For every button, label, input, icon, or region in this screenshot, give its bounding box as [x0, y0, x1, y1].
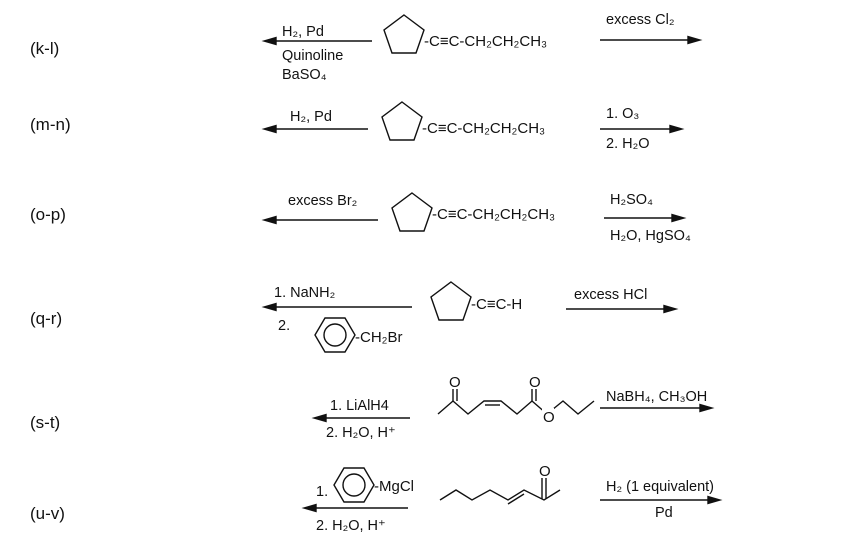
cyclopentane-ring: [381, 101, 423, 141]
row-label-m-n: (m-n): [30, 115, 71, 134]
right-arrow: [566, 304, 679, 314]
left-reagent-excess-br2: excess Br₂: [288, 193, 357, 209]
left-reagent-h2-pd: H₂, Pd: [282, 24, 324, 40]
left-arrow: [311, 413, 410, 423]
right-reagent-h2-equivalent: H₂ (1 equivalent): [606, 479, 714, 495]
benzyl-bromide-chain: -CH₂Br: [355, 329, 402, 346]
keto-ester-skeleton: [437, 389, 595, 415]
row-u-v: (u-v) 1. -MgCl 2. H₂O, H⁺ O H₂ (1 equiva…: [30, 463, 723, 534]
left-reagent-step-2: 2.: [278, 318, 290, 334]
row-k-l: (k-l) H₂, Pd Quinoline BaSO₄ -C≡C-CH₂CH₂…: [30, 12, 703, 83]
right-arrow: [604, 213, 687, 223]
left-reagent-lialh4: 1. LiAlH4: [330, 398, 389, 414]
row-label-q-r: (q-r): [30, 309, 62, 328]
right-reagent-nabh4-ch3oh: NaBH₄, CH₃OH: [606, 389, 707, 405]
row-label-u-v: (u-v): [30, 504, 65, 523]
cyclopentane-ring: [383, 14, 425, 54]
row-s-t: (s-t) 1. LiAlH4 2. H₂O, H⁺ O O O NaBH₄, …: [30, 374, 715, 441]
right-arrow: [600, 495, 723, 505]
right-reagent-h2o-hgso4: H₂O, HgSO₄: [610, 228, 691, 244]
substrate-alkyne-chain: -C≡C-CH₂CH₂CH₃: [424, 33, 547, 50]
row-label-o-p: (o-p): [30, 205, 66, 224]
left-reagent-nanh2: 1. NaNH₂: [274, 285, 335, 301]
ketone-oxygen-atom: O: [539, 463, 551, 480]
left-reagent-baso4: BaSO₄: [282, 67, 327, 83]
carbonyl-oxygen-atom: O: [449, 374, 461, 391]
left-arrow: [261, 124, 368, 134]
left-reagent-quinoline: Quinoline: [282, 48, 343, 64]
row-label-k-l: (k-l): [30, 39, 59, 58]
left-arrow: [301, 503, 408, 513]
right-reagent-pd: Pd: [655, 505, 673, 521]
left-reagent-step-1: 1.: [316, 484, 328, 500]
left-reagent-h2o-h: 2. H₂O, H⁺: [316, 518, 386, 534]
left-reagent-h2o-h: 2. H₂O, H⁺: [326, 425, 396, 441]
cyclopentane-ring: [391, 192, 433, 232]
substrate-terminal-alkyne: -C≡C-H: [471, 296, 522, 313]
left-reagent-h2-pd: H₂, Pd: [290, 109, 332, 125]
right-arrow: [600, 124, 685, 134]
row-m-n: (m-n) H₂, Pd -C≡C-CH₂CH₂CH₃ 1. O₃ 2. H₂O: [30, 101, 685, 152]
cyclopentane-ring: [430, 281, 472, 321]
right-arrow: [600, 403, 715, 413]
right-reagent-excess-cl2: excess Cl₂: [606, 12, 674, 28]
right-reagent-h2so4: H₂SO₄: [610, 192, 653, 208]
enone-skeleton: [439, 478, 561, 505]
phenyl-grignard: -MgCl: [374, 478, 414, 495]
ester-ether-oxygen-atom: O: [543, 409, 555, 426]
benzene-ring: [314, 317, 356, 353]
left-arrow: [261, 215, 378, 225]
substrate-alkyne-chain: -C≡C-CH₂CH₂CH₃: [432, 206, 555, 223]
right-arrow: [600, 35, 703, 45]
benzene-ring: [333, 467, 375, 503]
right-reagent-excess-hcl: excess HCl: [574, 287, 647, 303]
right-reagent-ozone: 1. O₃: [606, 106, 639, 122]
left-arrow: [261, 36, 372, 46]
row-o-p: (o-p) excess Br₂ -C≡C-CH₂CH₂CH₃ H₂SO₄ H₂…: [30, 192, 691, 244]
substrate-alkyne-chain: -C≡C-CH₂CH₂CH₃: [422, 120, 545, 137]
row-q-r: (q-r) 1. NaNH₂ 2. -CH₂Br -C≡C-H excess H…: [30, 281, 679, 353]
right-reagent-water: 2. H₂O: [606, 136, 650, 152]
ester-carbonyl-oxygen-atom: O: [529, 374, 541, 391]
left-arrow: [261, 302, 412, 312]
row-label-s-t: (s-t): [30, 413, 60, 432]
